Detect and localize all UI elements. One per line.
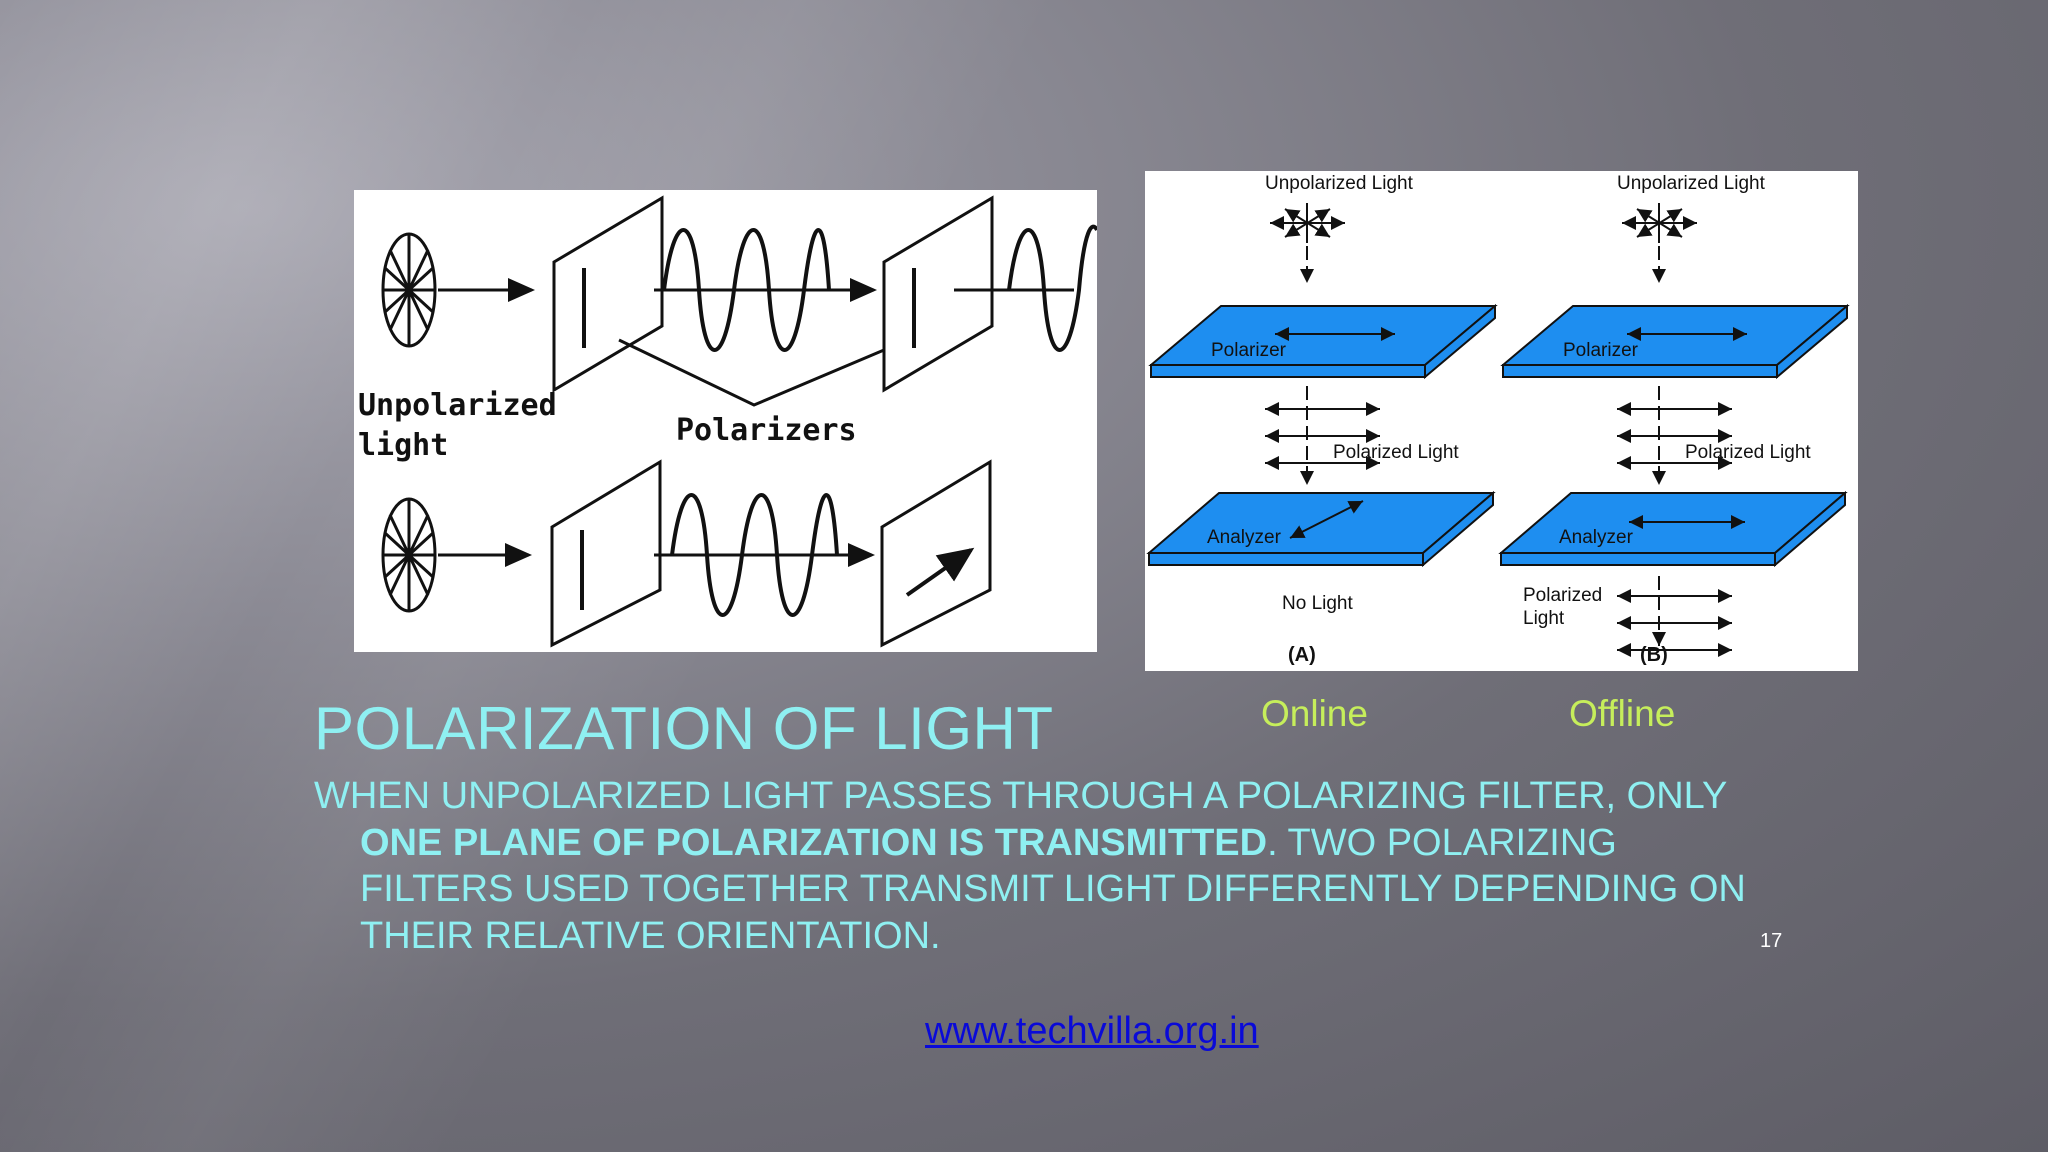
polarizers-illustration: Unpolarized light Polarizers	[358, 195, 1097, 648]
polarizer-2-plate	[882, 195, 994, 393]
polarizer-3-plate	[550, 459, 662, 648]
analyzer-plate-rotated	[880, 459, 992, 648]
panel-a-top-label: Unpolarized Light	[1265, 173, 1414, 194]
body-line-4: THEIR RELATIVE ORIENTATION.	[360, 914, 941, 957]
panel-a-unpolarized-star-icon	[1270, 203, 1345, 243]
panel-b-unpolarized-star-icon	[1622, 203, 1697, 243]
offline-caption: Offline	[1569, 693, 1676, 734]
polarizer-analyzer-diagram: Unpolarized Light Polarizer	[1145, 171, 1858, 671]
polarizer-1-plate	[552, 195, 664, 393]
polarizers-label: Polarizers	[676, 413, 857, 448]
panel-a-polarizer-label: Polarizer	[1211, 340, 1287, 361]
body-line-1: WHEN UNPOLARIZED LIGHT PASSES THROUGH A …	[314, 775, 1728, 817]
body-line-2: ONE PLANE OF POLARIZATION IS TRANSMITTED…	[314, 820, 1804, 867]
body-line-3: FILTERS USED TOGETHER TRANSMIT LIGHT DIF…	[360, 868, 1746, 910]
unpolarized-label-line2: light	[358, 428, 448, 463]
polarizers-diagram: Unpolarized light Polarizers	[354, 190, 1097, 652]
page-number: 17	[1760, 930, 1783, 952]
panel-b-bottom-label-2: Light	[1523, 608, 1565, 629]
body-emphasis: ONE PLANE OF POLARIZATION IS TRANSMITTED	[360, 821, 1268, 864]
online-caption: Online	[1261, 693, 1368, 734]
panel-b-analyzer-label: Analyzer	[1559, 527, 1634, 548]
panel-b: Unpolarized Light Polarizer	[1498, 173, 1850, 666]
panel-a-analyzer-label: Analyzer	[1207, 527, 1282, 548]
panel-a: Unpolarized Light Polarizer	[1146, 173, 1498, 666]
slide-body: WHEN UNPOLARIZED LIGHT PASSES THROUGH A …	[314, 773, 1804, 959]
panel-b-polarizer-label: Polarizer	[1563, 340, 1639, 361]
unpolarized-label-line1: Unpolarized	[358, 388, 557, 423]
panel-b-top-label: Unpolarized Light	[1617, 173, 1766, 194]
panel-b-bottom-label-1: Polarized	[1523, 585, 1602, 606]
slide-title: POLARIZATION OF LIGHT	[314, 695, 1054, 762]
unpolarized-source-bottom-icon	[381, 497, 437, 613]
panel-b-polarized-label: Polarized Light	[1685, 442, 1811, 463]
panel-a-polarized-label: Polarized Light	[1333, 442, 1459, 463]
body-line-2-rest: . TWO POLARIZING	[1267, 821, 1617, 864]
unpolarized-source-top-icon	[381, 232, 437, 348]
footer-link[interactable]: www.techvilla.org.in	[925, 1010, 1259, 1052]
panel-a-bottom-label: No Light	[1282, 593, 1353, 614]
panel-a-letter: (A)	[1288, 644, 1316, 666]
polarizer-analyzer-illustration: Unpolarized Light Polarizer	[1146, 173, 1850, 666]
panel-b-letter: (B)	[1640, 644, 1668, 666]
